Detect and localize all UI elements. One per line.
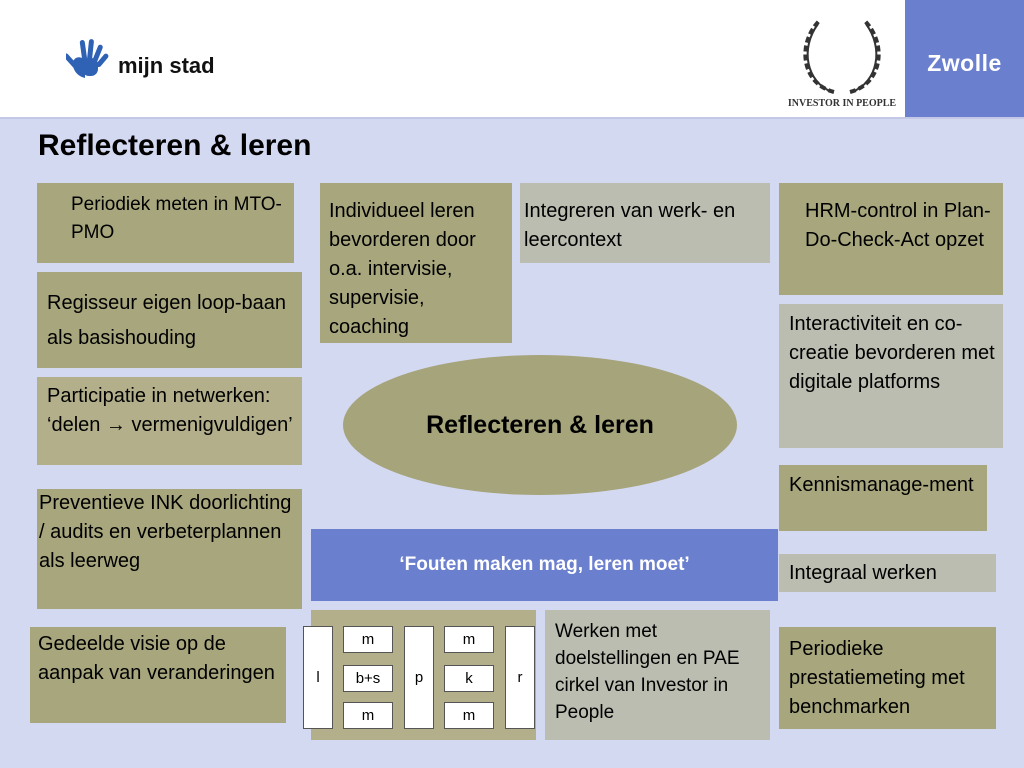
box-periodieke: Periodieke prestatiemeting met benchmark… (779, 627, 996, 729)
box-regisseur: Regisseur eigen loop-baan als basishoudi… (37, 272, 302, 368)
box-integraal: Integraal werken (779, 554, 996, 592)
diagram-column-l: l (303, 626, 333, 729)
diagram-column-p: p (404, 626, 434, 729)
diagram-cell: b+s (343, 665, 393, 692)
diagram-cell: m (444, 702, 494, 729)
box-preventieve: Preventieve INK doorlichting / audits en… (37, 489, 302, 609)
logo-text: mijn stad (118, 53, 215, 78)
motto-text: ‘Fouten maken mag, leren moet’ (399, 554, 690, 575)
diagram-panel: l m b+s m p m k m r (303, 610, 536, 740)
box-periodiek-meten: Periodiek meten in MTO-PMO (37, 183, 294, 263)
box-werken-met: Werken met doelstellingen en PAE cirkel … (545, 610, 770, 740)
diagram-cell: m (343, 702, 393, 729)
diagram-cell: m (343, 626, 393, 653)
page-title: Reflecteren & leren (38, 129, 312, 162)
diagram-cell: k (444, 665, 494, 692)
header-divider (0, 117, 1024, 119)
hand-logo-icon (66, 39, 109, 78)
laurel-wreath-icon (803, 18, 881, 94)
investor-in-people-logo: INVESTOR IN PEOPLE (784, 12, 900, 112)
center-ellipse: Reflecteren & leren (343, 355, 737, 495)
box-kennismanagement: Kennismanage-ment (779, 465, 987, 531)
box-gedeelde-visie: Gedeelde visie op de aanpak van verander… (30, 627, 286, 723)
iip-label: INVESTOR IN PEOPLE (787, 98, 897, 109)
box-individueel: Individueel leren bevorderen door o.a. i… (320, 183, 512, 343)
box-interactiviteit: Interactiviteit en co-creatie bevorderen… (779, 304, 1003, 448)
box-hrm: HRM-control in Plan-Do-Check-Act opzet (779, 183, 1003, 295)
city-badge: Zwolle (905, 0, 1024, 118)
city-label: Zwolle (927, 50, 1002, 76)
box-participatie: Participatie in netwerken: ‘delen → verm… (37, 377, 302, 465)
center-label: Reflecteren & leren (426, 410, 654, 439)
header: mijn stad INVESTOR IN PEOPLE Zwolle (0, 0, 1024, 118)
motto-banner: ‘Fouten maken mag, leren moet’ (311, 529, 778, 601)
diagram-column-r: r (505, 626, 535, 729)
box-integreren: Integreren van werk- en leercontext (520, 183, 770, 263)
diagram-cell: m (444, 626, 494, 653)
